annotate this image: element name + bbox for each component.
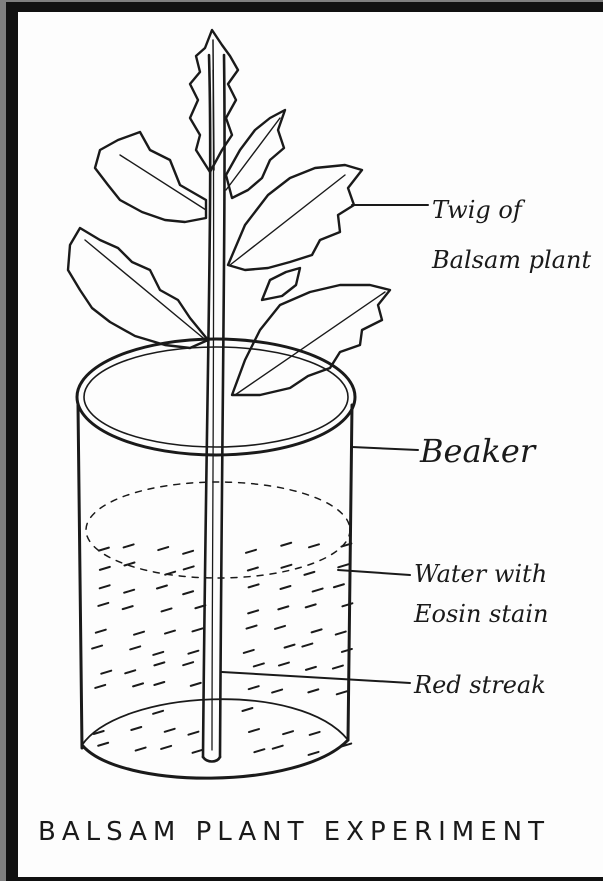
label-twig-line2: Balsam plant <box>431 246 591 274</box>
label-water-line1: Water with <box>414 560 547 588</box>
label-streak: Red streak <box>413 671 546 699</box>
page-title: BALSAM PLANT EXPERIMENT <box>38 817 550 847</box>
label-beaker: Beaker <box>419 432 537 470</box>
label-twig-line1: Twig of <box>432 196 526 224</box>
label-water-line2: Eosin stain <box>413 600 548 628</box>
